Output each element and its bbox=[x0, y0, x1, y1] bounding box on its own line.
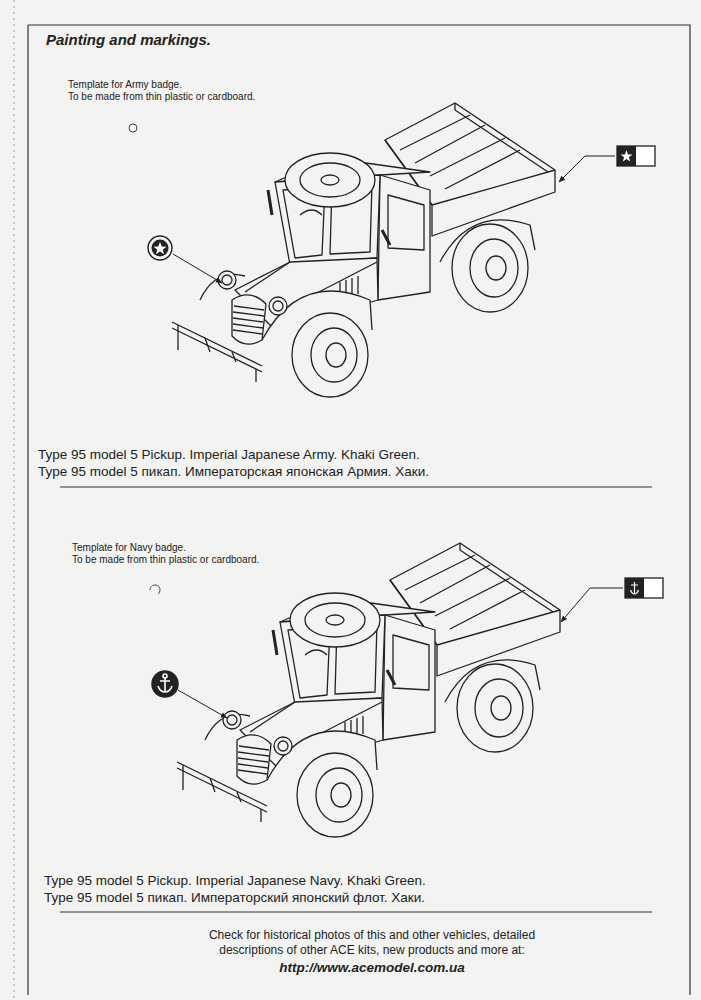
template-note: Template for Navy badge. bbox=[72, 542, 186, 554]
scheme-caption: Type 95 model 5 пикап. Императорский япо… bbox=[44, 890, 425, 906]
website-url: http://www.acemodel.com.ua bbox=[279, 960, 465, 976]
template-note: To be made from thin plastic or cardboar… bbox=[72, 554, 259, 566]
scheme-caption: Type 95 model 5 Pickup. Imperial Japanes… bbox=[38, 447, 420, 463]
scheme-caption: Type 95 model 5 пикап. Императорская япо… bbox=[38, 464, 429, 480]
footer-note: Check for historical photos of this and … bbox=[209, 929, 535, 943]
template-note: Template for Army badge. bbox=[68, 79, 182, 91]
template-note: To be made from thin plastic or cardboar… bbox=[68, 91, 255, 103]
footer-note: descriptions of other ACE kits, new prod… bbox=[219, 944, 524, 958]
page-title: Painting and markings. bbox=[46, 31, 211, 48]
scheme-caption: Type 95 model 5 Pickup. Imperial Japanes… bbox=[44, 873, 426, 889]
